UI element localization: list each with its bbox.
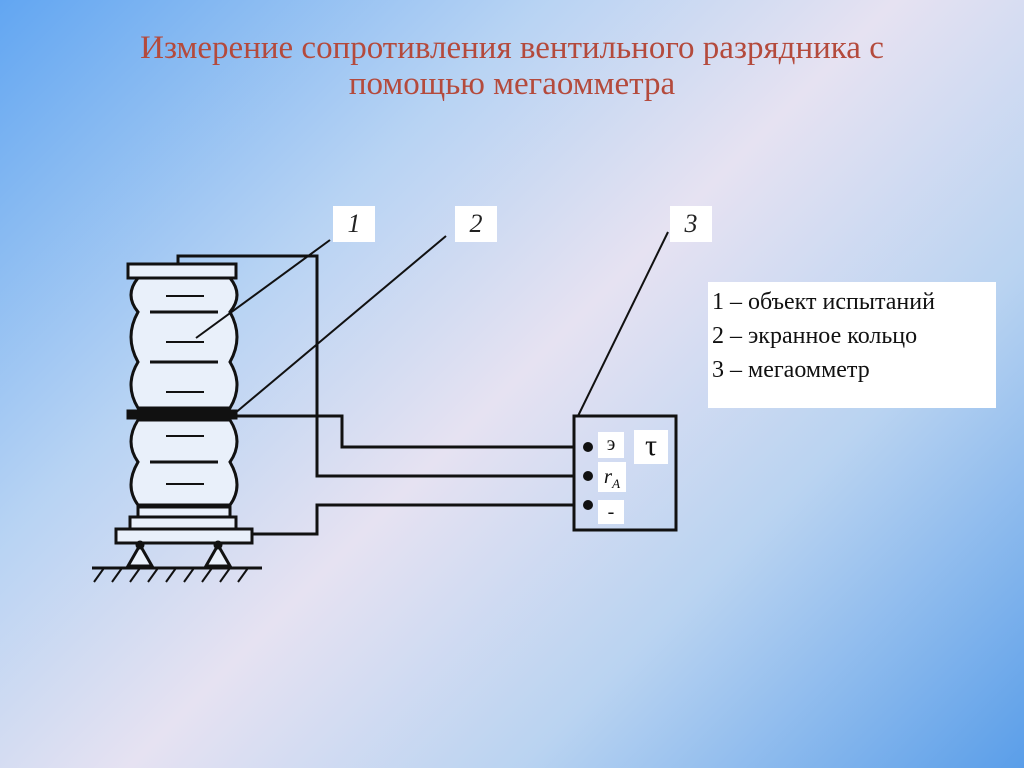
leader-1 [195, 239, 331, 339]
legend-item-3: 3 – мегаомметр [712, 357, 870, 383]
megohmmeter-symbol: τ [634, 430, 668, 464]
terminal-r-letter: r [603, 464, 613, 488]
wire-ring-to-e [236, 414, 574, 449]
terminal-r-subscript: A [612, 476, 621, 492]
title-line-1: Измерение сопротивления вентильного разр… [140, 30, 884, 66]
wire-base-to-minus [252, 503, 574, 536]
support-left [125, 541, 155, 568]
callout-2: 2 [455, 206, 497, 242]
terminal-dot-minus [583, 500, 593, 510]
ground-hatching [93, 567, 249, 583]
page-title: Измерение сопротивления вентильного разр… [0, 30, 1024, 102]
title-line-2: помощью мегаомметра [348, 66, 676, 102]
leader-2 [233, 235, 447, 415]
megohmmeter-box [572, 414, 678, 532]
leader-3 [577, 231, 669, 417]
arrester-foundation [114, 527, 254, 545]
wire-top-to-rA [176, 254, 574, 478]
screen-ring [126, 409, 238, 420]
callout-3: 3 [670, 206, 712, 242]
terminal-minus-label: - [598, 500, 624, 524]
arrester-base-plate [128, 515, 238, 531]
arrester-top-cap [126, 262, 238, 280]
terminal-rA-label: rA [598, 462, 626, 492]
legend-item-2: 2 – экранное кольцо [712, 323, 918, 349]
callout-1: 1 [333, 206, 375, 242]
support-right [203, 541, 233, 568]
terminal-dot-rA [583, 471, 593, 481]
legend-item-1: 1 – объект испытаний [712, 289, 935, 315]
terminal-dot-e [583, 442, 593, 452]
legend: 1 – объект испытаний 2 – экранное кольцо… [708, 282, 996, 408]
terminal-e-label: э [598, 432, 624, 458]
